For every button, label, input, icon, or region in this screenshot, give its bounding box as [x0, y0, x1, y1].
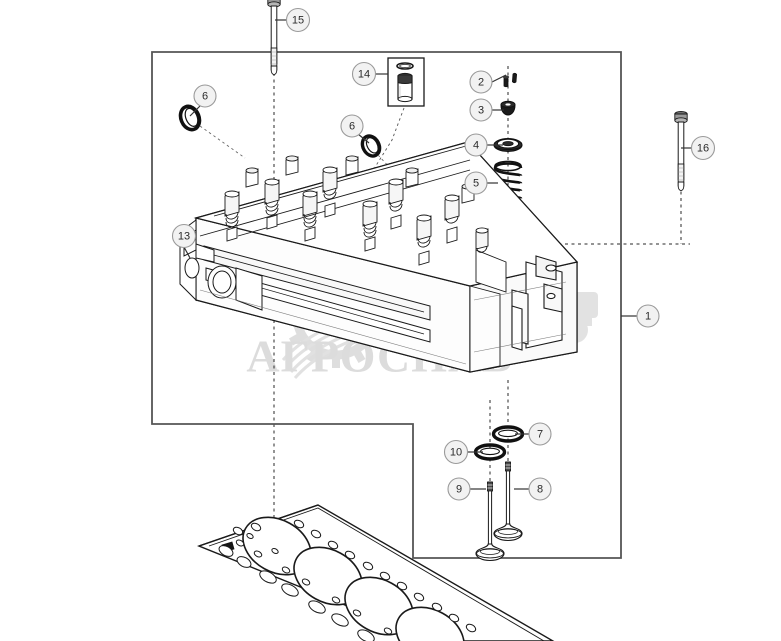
head-gasket — [197, 504, 555, 641]
callout-7-valve-stem-seal[interactable]: 7 — [515, 422, 552, 446]
callout-bubble[interactable] — [285, 7, 311, 33]
callout-bubble[interactable] — [528, 477, 552, 501]
seal-ring-mid-part — [360, 134, 382, 158]
callout-10-valve-stem-seal[interactable]: 10 — [443, 439, 484, 465]
callout-14-injector-sleeve[interactable]: 14 — [351, 61, 389, 87]
callout-number: 13 — [178, 231, 190, 243]
valve-tower-group — [224, 166, 489, 266]
cylinder-head-body — [179, 141, 579, 373]
callout-4-spring-seat[interactable]: 4 — [464, 133, 503, 157]
callout-number: 2 — [478, 77, 484, 89]
leader-seal6-left — [199, 125, 246, 159]
injector-sleeve-part — [396, 62, 414, 103]
cap-screw-part — [674, 110, 688, 191]
callout-bubble[interactable] — [447, 477, 471, 501]
callout-number: 6 — [202, 91, 208, 103]
gasket-bores — [242, 516, 465, 641]
callout-number: 10 — [450, 447, 462, 459]
callout-leader-line — [183, 246, 191, 259]
callout-bubble[interactable] — [340, 114, 364, 138]
callout-layer: 1 2 3 4 5 6 6 7 8 9 10 13 14 15 16 — [171, 7, 716, 501]
callout-number: 5 — [473, 178, 479, 190]
callout-bubble[interactable] — [690, 135, 716, 161]
callout-bubble[interactable] — [464, 133, 488, 157]
callout-leader-line — [491, 74, 507, 83]
head-left-port — [207, 265, 263, 311]
callout-leader-line — [357, 133, 370, 144]
callout-number: 6 — [349, 121, 355, 133]
callout-number: 7 — [537, 429, 543, 441]
callout-bubble[interactable] — [528, 422, 552, 446]
callout-number: 1 — [645, 311, 651, 323]
frame-group — [151, 51, 622, 559]
callout-8-intake-valve[interactable]: 8 — [514, 477, 552, 501]
intake-valve-8 — [493, 461, 523, 542]
spring-seat-part — [493, 138, 523, 152]
exhaust-valve-9 — [475, 481, 505, 562]
seal-ring-left-part — [178, 104, 202, 132]
callout-16-cap-screw[interactable]: 16 — [681, 135, 716, 161]
head-right-flange — [511, 255, 563, 351]
callout-9-exhaust-valve[interactable]: 9 — [447, 477, 486, 501]
callout-bubble[interactable] — [351, 61, 377, 87]
callout-number: 14 — [358, 69, 370, 81]
callout-3-valve-retainer[interactable]: 3 — [469, 98, 504, 122]
leader-sleeve-to-head — [371, 107, 405, 173]
callout-6-seal-ring-mid[interactable]: 6 — [340, 114, 370, 144]
callout-13-o-ring[interactable]: 13 — [171, 223, 197, 259]
cap-screw-long-part — [267, 0, 281, 75]
callout-number: 9 — [456, 484, 462, 496]
callout-bubble[interactable] — [636, 304, 660, 328]
callout-bubble[interactable] — [171, 223, 197, 249]
callout-leader-line — [189, 105, 201, 117]
callout-bubble[interactable] — [443, 439, 469, 465]
gasket-holes — [218, 519, 477, 641]
callout-number: 16 — [697, 143, 709, 155]
callout-bubble[interactable] — [464, 171, 488, 195]
callout-bubble[interactable] — [469, 98, 493, 122]
callout-1-cylinder-head[interactable]: 1 — [621, 304, 660, 328]
callout-6-seal-ring-left[interactable]: 6 — [189, 84, 217, 117]
callout-bubble[interactable] — [193, 84, 217, 108]
callout-15-cap-screw-long[interactable]: 15 — [275, 7, 311, 33]
head-right-boss — [469, 249, 507, 373]
callout-number: 8 — [537, 484, 543, 496]
callout-number: 4 — [473, 140, 479, 152]
callout-2-valve-keeper[interactable]: 2 — [469, 70, 507, 94]
callout-bubble[interactable] — [469, 70, 493, 94]
callout-5-valve-spring[interactable]: 5 — [464, 171, 498, 195]
main-assembly-frame — [151, 51, 622, 559]
callout-number: 3 — [478, 105, 484, 117]
valve-retainer-part — [500, 100, 516, 116]
callout-number: 15 — [292, 15, 304, 27]
